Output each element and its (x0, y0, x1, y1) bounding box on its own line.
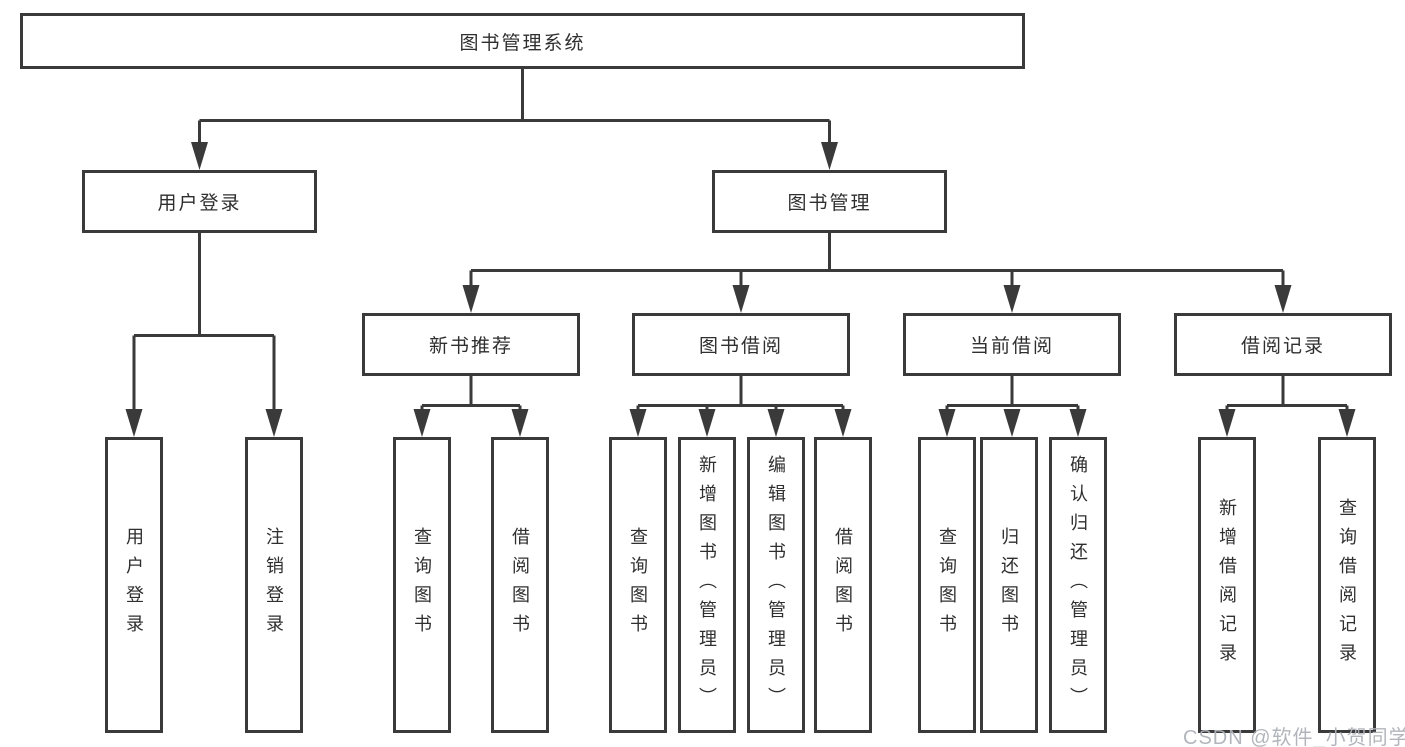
arrowhead (462, 285, 480, 313)
node-label: 确认归还（管理员） (1068, 454, 1088, 716)
leaf-query-borrow-record: 查询借阅记录 (1318, 437, 1376, 733)
node-new-book-recommend: 新书推荐 (362, 313, 580, 376)
connector-root-to-level2 (198, 66, 831, 146)
node-label: 查询图书 (412, 527, 432, 643)
arrowhead (1218, 409, 1236, 437)
node-library-management-system: 图书管理系统 (20, 13, 1025, 69)
arrowhead (1274, 285, 1292, 313)
arrowhead (629, 409, 647, 437)
connector-newbook-to-leaves (420, 374, 522, 413)
arrowhead (413, 409, 431, 437)
arrowhead (265, 409, 283, 437)
arrowhead (1338, 409, 1356, 437)
leaf-add-books-admin: 新增图书（管理员） (678, 437, 736, 733)
node-book-management: 图书管理 (712, 170, 947, 233)
node-label: 图书管理 (787, 193, 872, 214)
node-label: 用户登录 (157, 193, 242, 214)
arrowhead (1003, 285, 1021, 313)
leaf-query-books-borrow: 查询图书 (609, 437, 667, 733)
node-label: 借阅图书 (833, 527, 853, 643)
leaf-edit-books-admin: 编辑图书（管理员） (747, 437, 805, 733)
arrowhead (821, 142, 838, 170)
node-label: 归还图书 (999, 527, 1019, 643)
arrowhead (767, 409, 785, 437)
leaf-add-borrow-record: 新增借阅记录 (1198, 437, 1256, 733)
node-label: 当前借阅 (969, 336, 1054, 357)
leaf-confirm-return-admin: 确认归还（管理员） (1049, 437, 1107, 733)
arrowhead (938, 409, 956, 437)
node-label: 查询借阅记录 (1337, 498, 1357, 672)
arrowhead (1003, 409, 1021, 437)
leaf-user-login: 用户登录 (105, 437, 163, 733)
leaf-return-books: 归还图书 (980, 437, 1038, 733)
node-current-borrow: 当前借阅 (903, 313, 1121, 376)
leaf-borrow-books-recommend: 借阅图书 (491, 437, 549, 733)
arrowhead (125, 409, 143, 437)
node-label: 注销登录 (264, 527, 284, 643)
arrowhead (834, 409, 852, 437)
connector-borrowrecords-to-leaves (1225, 374, 1349, 413)
node-label: 编辑图书（管理员） (766, 454, 786, 716)
node-label: 查询图书 (937, 527, 957, 643)
connector-bookborrow-to-leaves (636, 374, 845, 413)
node-label: 借阅记录 (1240, 336, 1325, 357)
arrowhead (1069, 409, 1087, 437)
leaf-borrow-books: 借阅图书 (814, 437, 872, 733)
connector-bookmgmt-to-level3 (469, 230, 1285, 289)
arrowhead (732, 285, 750, 313)
arrowhead (698, 409, 716, 437)
leaf-logout: 注销登录 (245, 437, 303, 733)
arrowhead (191, 142, 208, 170)
leaf-query-books-recommend: 查询图书 (393, 437, 451, 733)
arrowhead (511, 409, 529, 437)
node-label: 查询图书 (628, 527, 648, 643)
connector-currentborrow-to-leaves (945, 374, 1080, 413)
node-label: 图书管理系统 (459, 32, 586, 54)
leaf-query-books-current: 查询图书 (918, 437, 976, 733)
node-borrow-records: 借阅记录 (1174, 313, 1392, 376)
node-book-borrow: 图书借阅 (632, 313, 850, 376)
node-user-login: 用户登录 (82, 170, 317, 233)
node-label: 用户登录 (124, 527, 144, 643)
node-label: 新增借阅记录 (1217, 498, 1237, 672)
node-label: 新增图书（管理员） (697, 454, 717, 716)
connector-userlogin-to-leaves (132, 230, 276, 413)
node-label: 新书推荐 (428, 336, 513, 357)
node-label: 借阅图书 (510, 527, 530, 643)
node-label: 图书借阅 (698, 336, 783, 357)
csdn-watermark: CSDN @软件_小贺同学 (1183, 727, 1405, 747)
